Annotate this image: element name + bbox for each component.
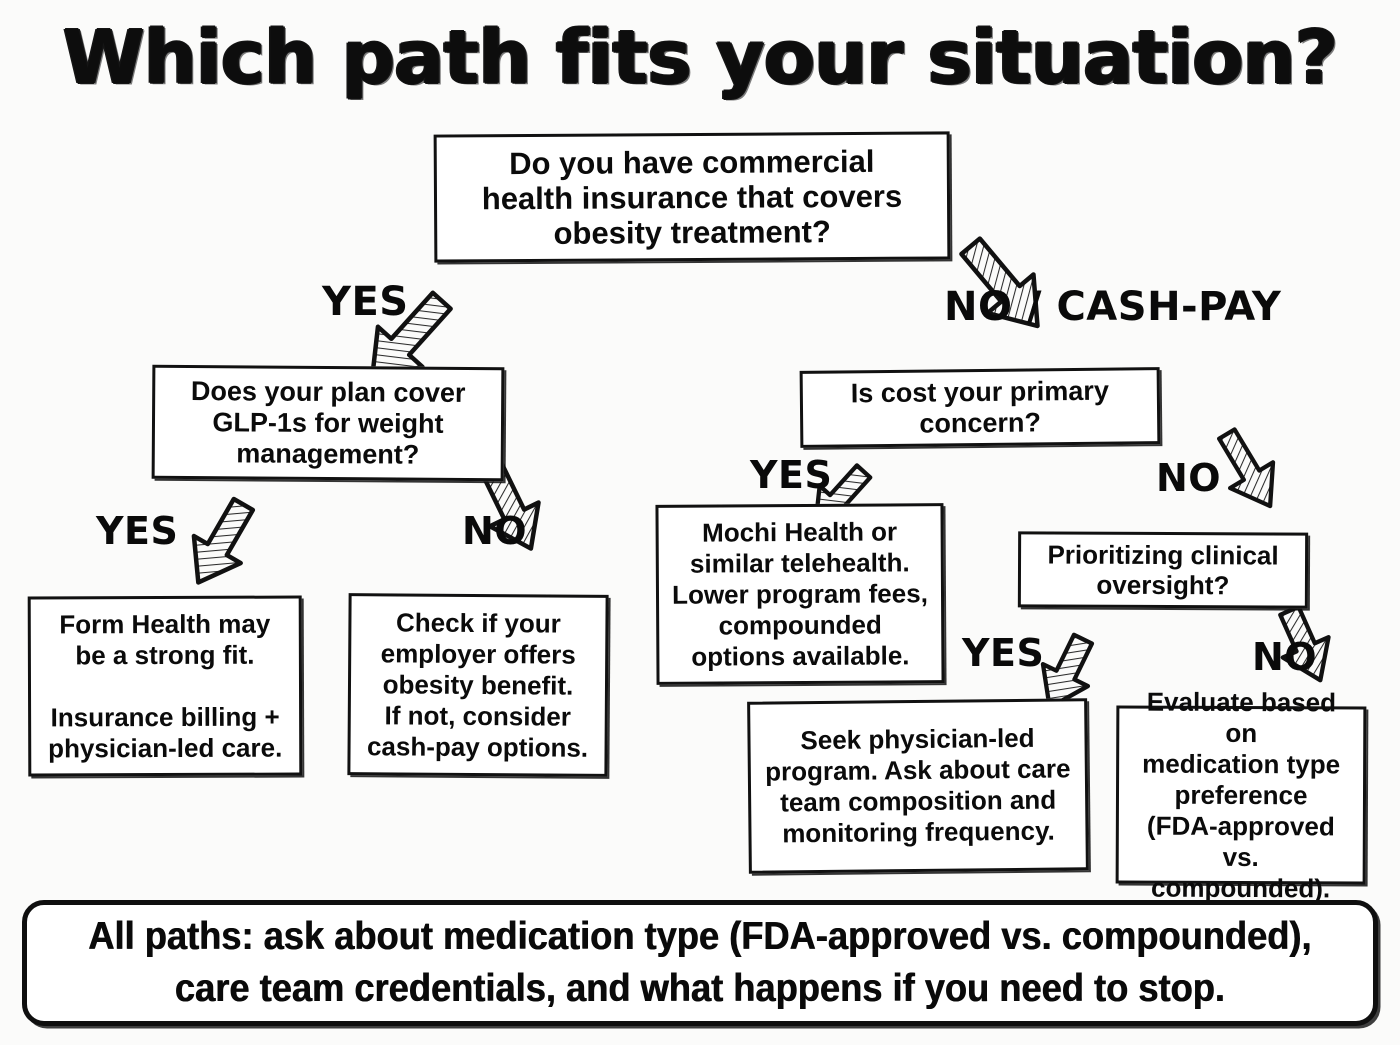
node-outcome-evaluate-medication[interactable]: Evaluate based on medication type prefer… — [1115, 686, 1367, 903]
edge-label-insurance-no: NO / CASH-PAY — [944, 284, 1282, 330]
node-text: Mochi Health or similar telehealth. Lowe… — [672, 515, 928, 672]
edge-label-cost-no: NO — [1156, 456, 1222, 500]
edge-label-glp1-no: NO — [462, 509, 528, 553]
node-text: Do you have commercial health insurance … — [481, 143, 903, 251]
page-title: Which path fits your situation? — [62, 15, 1338, 101]
edge-label-oversight-yes: YES — [962, 631, 1045, 675]
node-text: Seek physician-led program. Ask about ca… — [764, 722, 1071, 849]
footer-banner: All paths: ask about medication type (FD… — [22, 900, 1378, 1026]
footer-text: All paths: ask about medication type (FD… — [88, 915, 1312, 1010]
node-question-insurance[interactable]: Do you have commercial health insurance … — [433, 131, 951, 263]
node-text: Prioritizing clinical oversight? — [1047, 539, 1279, 601]
node-text: Check if your employer offers obesity be… — [366, 606, 589, 763]
node-outcome-seek-physician[interactable]: Seek physician-led program. Ask about ca… — [747, 698, 1089, 874]
node-question-cost[interactable]: Is cost your primary concern? — [799, 367, 1161, 448]
node-text: Is cost your primary concern? — [850, 375, 1110, 439]
arrow-glp1-yes — [191, 496, 256, 585]
node-question-glp1[interactable]: Does your plan cover GLP-1s for weight m… — [151, 364, 505, 482]
edge-label-insurance-yes: YES — [322, 279, 409, 325]
node-text: Evaluate based on medication type prefer… — [1142, 686, 1341, 903]
node-outcome-employer-benefit[interactable]: Check if your employer offers obesity be… — [347, 593, 609, 777]
node-outcome-form-health[interactable]: Form Health may be a strong fit. Insuran… — [27, 595, 303, 777]
node-outcome-mochi-telehealth[interactable]: Mochi Health or similar telehealth. Lowe… — [655, 503, 945, 685]
edge-label-glp1-yes: YES — [96, 509, 179, 553]
node-text: Form Health may be a strong fit. Insuran… — [48, 608, 283, 763]
node-text: Does your plan cover GLP-1s for weight m… — [190, 375, 466, 470]
node-question-oversight[interactable]: Prioritizing clinical oversight? — [1017, 531, 1309, 609]
edge-label-cost-yes: YES — [750, 453, 833, 497]
edge-label-oversight-no: NO — [1252, 635, 1318, 679]
